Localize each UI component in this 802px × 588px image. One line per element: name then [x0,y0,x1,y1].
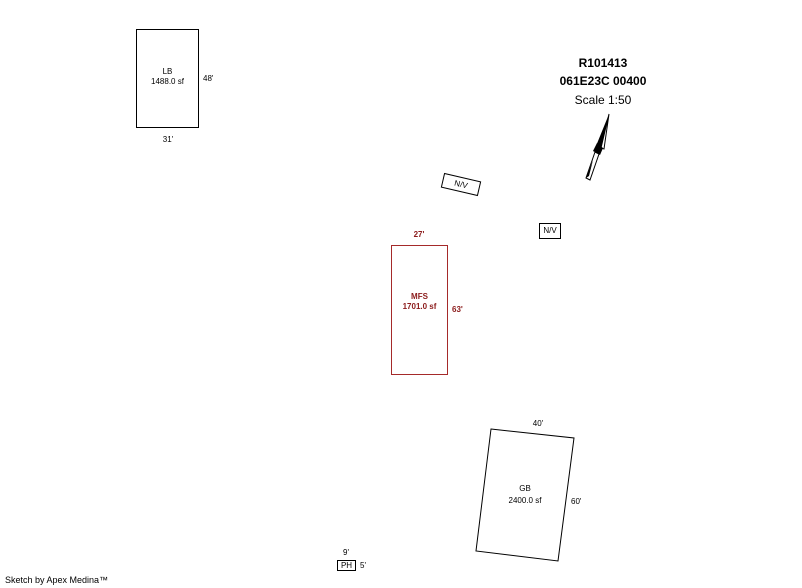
sketch-credit: Sketch by Apex Medina™ [5,575,109,585]
building-gb-side-dimension: 60' [571,497,582,506]
building-mfs-side-dimension: 63' [452,305,463,314]
scale-label: Scale 1:50 [574,93,632,107]
building-gb-area: 2400.0 sf [508,496,542,505]
north-arrow-icon [585,113,610,181]
building-lb-side-dimension: 48' [203,74,214,83]
building-gb-top-dimension: 40' [532,419,544,428]
building-gb-code: GB [519,484,531,493]
building-mfs [391,245,448,375]
account-number: R101413 [578,56,628,70]
building-lb-area: 1488.0 sf [151,77,184,86]
structure-ph-top-dimension: 9' [343,548,349,557]
structure-ph-side-dimension: 5' [360,561,366,570]
building-lb-code: LB [162,67,173,76]
map-tax-lot: 061E23C 00400 [559,74,647,88]
nv-tag: N/V [539,223,561,239]
building-lb [136,29,199,128]
building-gb [475,428,575,562]
building-mfs-area: 1701.0 sf [402,302,437,311]
building-mfs-top-dimension: 27' [413,230,425,239]
structure-ph: PH [337,560,356,571]
building-lb-bottom-dimension: 31' [162,135,174,144]
building-mfs-code: MFS [411,292,428,301]
nv-tag-rotated: N/V [440,172,482,197]
